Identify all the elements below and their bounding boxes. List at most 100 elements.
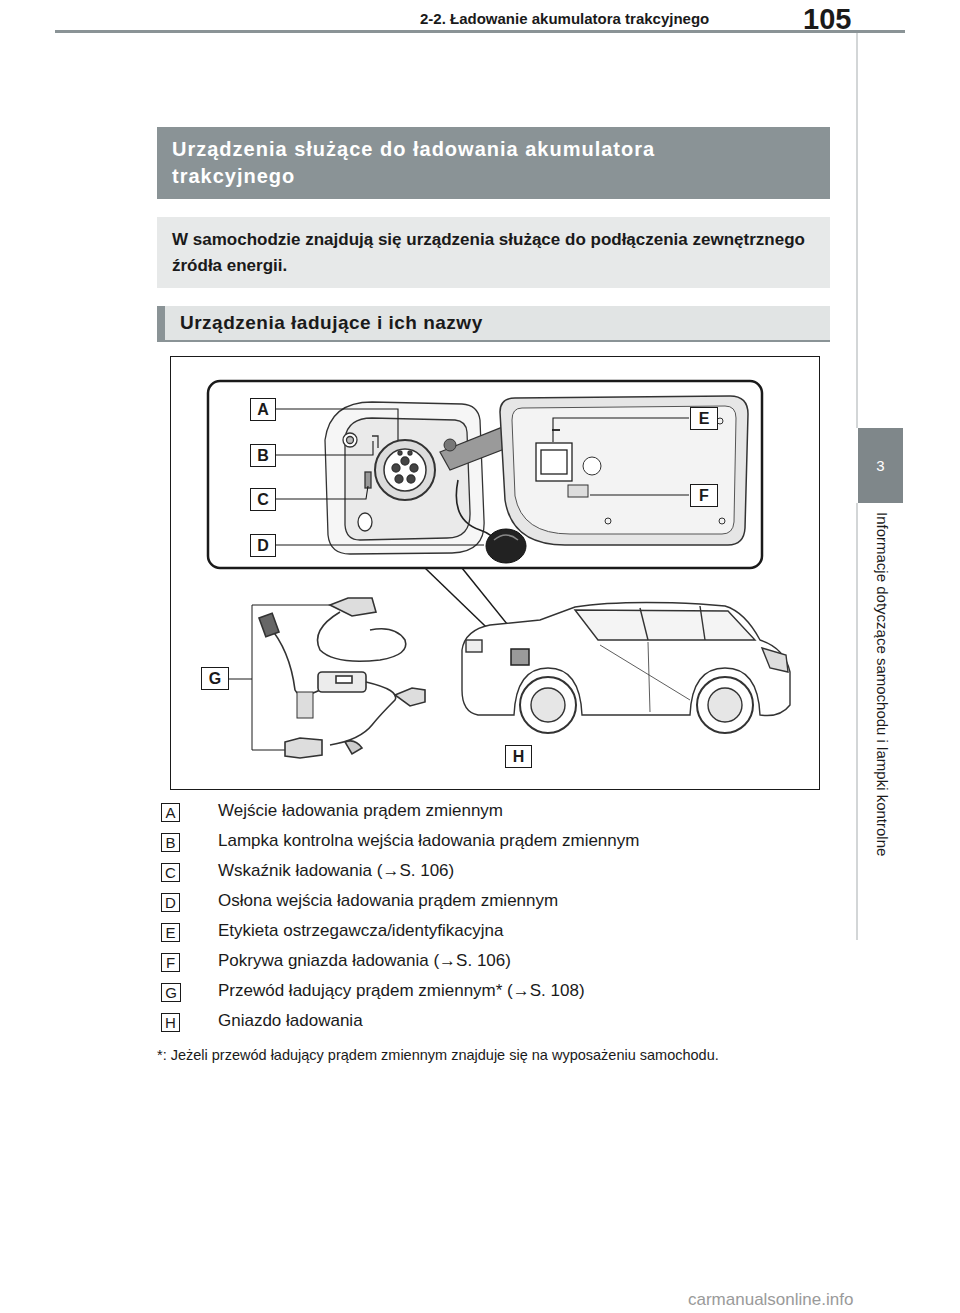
body-panel bbox=[325, 402, 484, 554]
warning-label bbox=[541, 450, 567, 474]
vehicle-plug bbox=[395, 688, 425, 706]
lid-latch bbox=[568, 485, 588, 497]
figure-frame bbox=[171, 357, 820, 790]
control-box bbox=[318, 672, 366, 692]
callout-letter: E bbox=[690, 407, 718, 430]
leader-line bbox=[229, 679, 252, 680]
bracket-line bbox=[252, 605, 253, 750]
node-text: B bbox=[257, 447, 269, 465]
taillight bbox=[466, 640, 482, 652]
inlet-socket bbox=[384, 449, 426, 491]
pin bbox=[392, 464, 400, 472]
lid-outer bbox=[500, 396, 748, 545]
car-pillar bbox=[640, 608, 648, 640]
inlet-cap bbox=[494, 535, 518, 540]
car-illustration bbox=[462, 603, 790, 733]
car-door-line bbox=[648, 642, 650, 712]
key-letter: B bbox=[161, 833, 180, 852]
pin bbox=[408, 451, 412, 455]
car-pillar bbox=[700, 606, 705, 640]
chapter-side-title: Informacje dotyczące samochodu i lampki … bbox=[873, 512, 891, 856]
lamp bbox=[347, 437, 354, 444]
cable bbox=[318, 612, 406, 661]
part-description: Wskaźnik ładowania (→S. 106) bbox=[218, 861, 454, 881]
callout-letter: B bbox=[250, 444, 276, 467]
wheel bbox=[697, 677, 753, 733]
chapter-tab: 3 bbox=[858, 428, 903, 503]
node-text: E bbox=[165, 924, 175, 941]
leader-line bbox=[276, 486, 368, 499]
node-text: 3 bbox=[876, 457, 884, 474]
car-door-line bbox=[600, 645, 690, 700]
charging-cable bbox=[229, 598, 425, 758]
node-text: G bbox=[165, 984, 177, 1001]
callout-letter: A bbox=[250, 398, 276, 421]
key-letter: A bbox=[161, 803, 180, 822]
lid-bump bbox=[605, 518, 611, 524]
pin bbox=[401, 457, 409, 465]
bracket-line bbox=[252, 605, 330, 606]
part-description: Osłona wejścia ładowania prądem zmiennym bbox=[218, 891, 558, 911]
footnote: *: Jeżeli przewód ładujący prądem zmienn… bbox=[157, 1046, 830, 1066]
callout-letter: D bbox=[250, 534, 276, 557]
hinge-pivot bbox=[444, 439, 456, 451]
node-text: A bbox=[165, 804, 175, 821]
section-title-band: Urządzenia służące do ładowania akumulat… bbox=[157, 127, 830, 199]
part-description: Wejście ładowania prądem zmiennym bbox=[218, 801, 503, 821]
part-description: Lampka kontrolna wejścia ładowania prąde… bbox=[218, 831, 639, 851]
leader-line bbox=[276, 441, 373, 455]
leader-line bbox=[590, 494, 689, 495]
rim bbox=[531, 688, 565, 722]
warning-label bbox=[536, 443, 572, 481]
part-description: Etykieta ostrzegawcza/identyfikacyjna bbox=[218, 921, 503, 941]
inlet-socket bbox=[375, 440, 435, 500]
watermark: carmanualsonline.info bbox=[688, 1290, 853, 1310]
node-text: D bbox=[257, 537, 269, 555]
callout-letter: C bbox=[250, 488, 276, 511]
node-text: C bbox=[165, 864, 176, 881]
callout-letter: G bbox=[201, 667, 229, 690]
headlight bbox=[762, 648, 788, 672]
pin bbox=[395, 475, 403, 483]
running-header: 2-2. Ładowanie akumulatora trakcyjnego bbox=[420, 10, 709, 28]
drain bbox=[358, 513, 372, 531]
node-text: Urządzenia ładujące i ich nazwy bbox=[180, 312, 818, 334]
control-box-display bbox=[336, 676, 352, 683]
pin bbox=[407, 475, 415, 483]
vehicle-plug bbox=[285, 738, 322, 758]
key-letter: E bbox=[161, 923, 180, 942]
leader-lines bbox=[276, 409, 689, 545]
node-text: H bbox=[513, 748, 525, 766]
inlet-cap bbox=[486, 529, 526, 563]
leader-line bbox=[276, 544, 484, 545]
node-text: Urządzenia służące do ładowania akumulat… bbox=[172, 136, 752, 190]
pin bbox=[410, 464, 418, 472]
pin bbox=[398, 451, 402, 455]
node-text: F bbox=[699, 487, 709, 505]
side-rule bbox=[856, 503, 858, 940]
lid-inner bbox=[512, 406, 736, 534]
tag bbox=[297, 692, 313, 718]
key-letter: G bbox=[161, 983, 181, 1002]
node-text: W samochodzie znajdują się urządzenia sł… bbox=[172, 227, 812, 278]
node-text: H bbox=[165, 1014, 176, 1031]
page-number: 105 bbox=[803, 2, 851, 37]
node-text: G bbox=[209, 670, 221, 688]
lamp bbox=[343, 433, 357, 447]
lid-bump bbox=[583, 457, 601, 475]
charge-indicator bbox=[365, 472, 371, 488]
subheading-band: Urządzenia ładujące i ich nazwy bbox=[157, 306, 830, 342]
header-rule bbox=[55, 30, 905, 33]
callout-letter: F bbox=[690, 484, 718, 507]
charging-inlet-illustration bbox=[325, 402, 484, 554]
intro-box: W samochodzie znajdują się urządzenia sł… bbox=[157, 217, 830, 288]
node-text: E bbox=[699, 410, 710, 428]
cable bbox=[330, 682, 396, 745]
bracket-line bbox=[252, 750, 285, 751]
car-windows bbox=[575, 610, 755, 640]
inset-frame bbox=[208, 381, 762, 568]
plug-holster bbox=[345, 741, 362, 754]
node-text: A bbox=[257, 401, 269, 419]
key-letter: H bbox=[161, 1013, 180, 1032]
node-text: C bbox=[257, 491, 269, 509]
